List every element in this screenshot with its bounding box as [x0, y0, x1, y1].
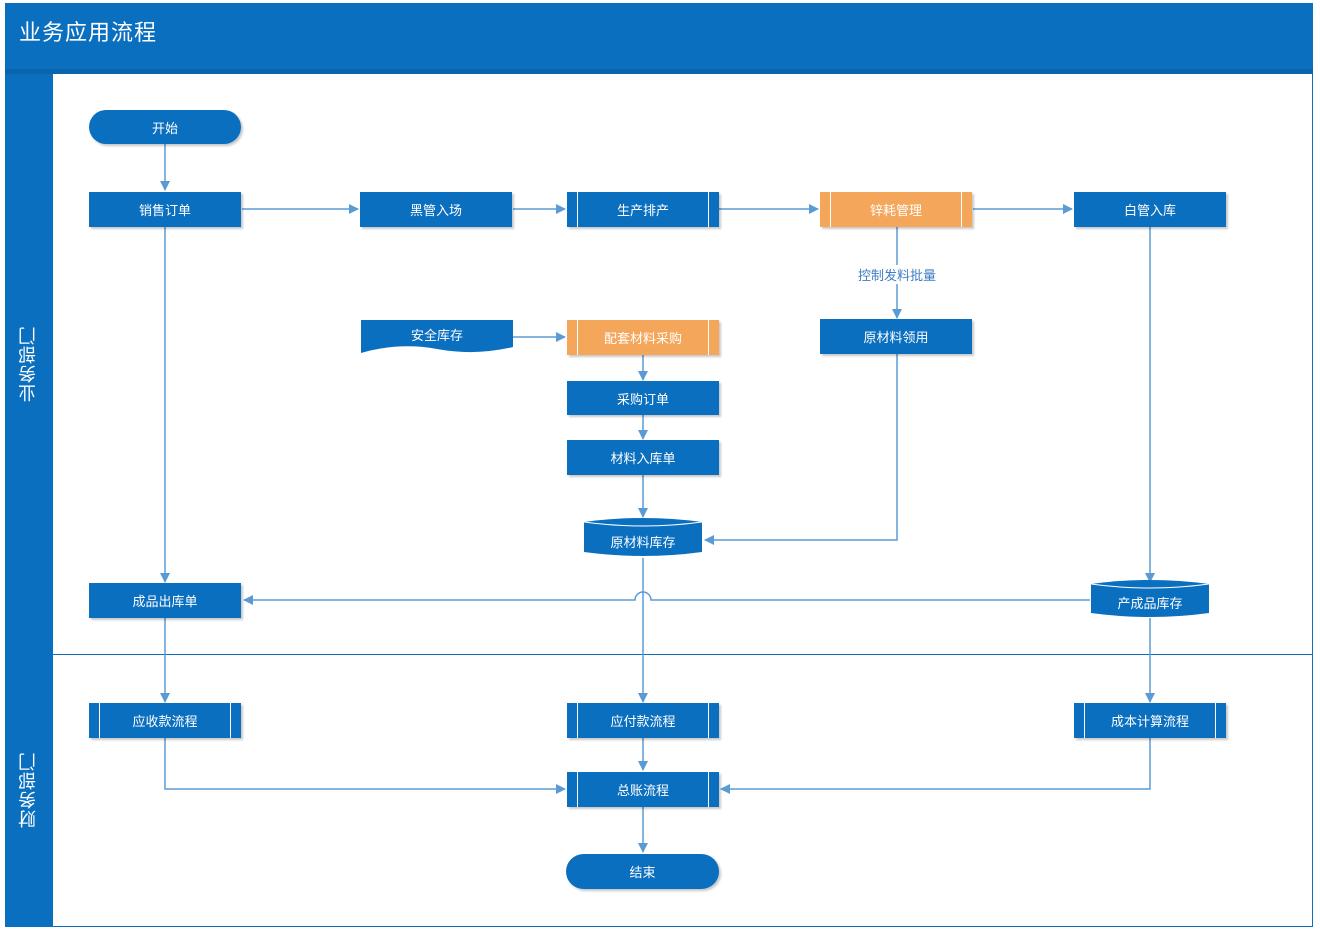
raw-inventory-label: 原材料库存: [610, 536, 676, 551]
black-pipe-node: 黑管入场: [360, 192, 512, 227]
start-label: 开始: [151, 121, 178, 137]
start-node: 开始: [89, 110, 241, 144]
end-node: 结束: [566, 854, 719, 889]
purchase-order-node: 采购订单: [567, 381, 719, 415]
edge-requisition-to-raw-inventory: [704, 354, 898, 545]
zinc-consumption-node: 锌耗管理: [820, 192, 972, 227]
material-purchase-label: 配套材料采购: [603, 332, 682, 347]
raw-requisition-node: 原材料领用: [820, 319, 972, 354]
sales-order-label: 销售订单: [138, 204, 191, 219]
black-pipe-label: 黑管入场: [409, 204, 462, 219]
page-title: 业务应用流程: [19, 21, 158, 46]
lane-divider: [5, 654, 1313, 655]
material-receipt-node: 材料入库单: [567, 440, 719, 475]
cost-accounting-label: 成本计算流程: [1110, 715, 1189, 730]
control-batch-label: 控制发料批量: [856, 265, 939, 284]
title-bar: 业务应用流程: [5, 3, 1313, 69]
production-schedule-label: 生产排产: [616, 204, 669, 219]
safety-stock-label: 安全库存: [410, 329, 463, 344]
receivables-label: 应收款流程: [132, 715, 198, 730]
lane-business: 业务部门: [5, 74, 53, 654]
safety-stock-document-shape: [361, 320, 513, 353]
payables-label: 应付款流程: [610, 715, 676, 730]
zinc-consumption-label: 锌耗管理: [869, 204, 922, 219]
general-ledger-label: 总账流程: [616, 784, 669, 799]
receivables-node: 应收款流程: [89, 703, 241, 738]
material-purchase-node: 配套材料采购: [567, 320, 719, 355]
edge-cost-to-ledger: [720, 738, 1151, 794]
payables-node: 应付款流程: [567, 703, 719, 738]
raw-inventory-shape: [583, 518, 703, 556]
material-receipt-label: 材料入库单: [610, 452, 676, 467]
fg-outbound-node: 成品出库单: [89, 583, 241, 618]
edge-receivables-to-ledger: [164, 738, 566, 794]
production-schedule-node: 生产排产: [567, 192, 719, 227]
sales-order-node: 销售订单: [89, 192, 241, 227]
fg-inventory-shape: [1090, 580, 1210, 617]
purchase-order-label: 采购订单: [616, 392, 669, 408]
white-pipe-label: 白管入库: [1123, 204, 1176, 219]
title-strip: [5, 69, 1313, 74]
lane-finance: 财务部门: [5, 655, 53, 926]
white-pipe-node: 白管入库: [1074, 192, 1226, 227]
fg-inventory-label: 产成品库存: [1117, 597, 1183, 612]
cost-accounting-node: 成本计算流程: [1074, 703, 1226, 738]
end-label: 结束: [629, 866, 656, 881]
general-ledger-node: 总账流程: [567, 772, 719, 807]
raw-requisition-label: 原材料领用: [863, 331, 929, 346]
fg-outbound-label: 成品出库单: [132, 595, 198, 610]
edge-fg-inventory-to-outbound: [243, 591, 1090, 605]
